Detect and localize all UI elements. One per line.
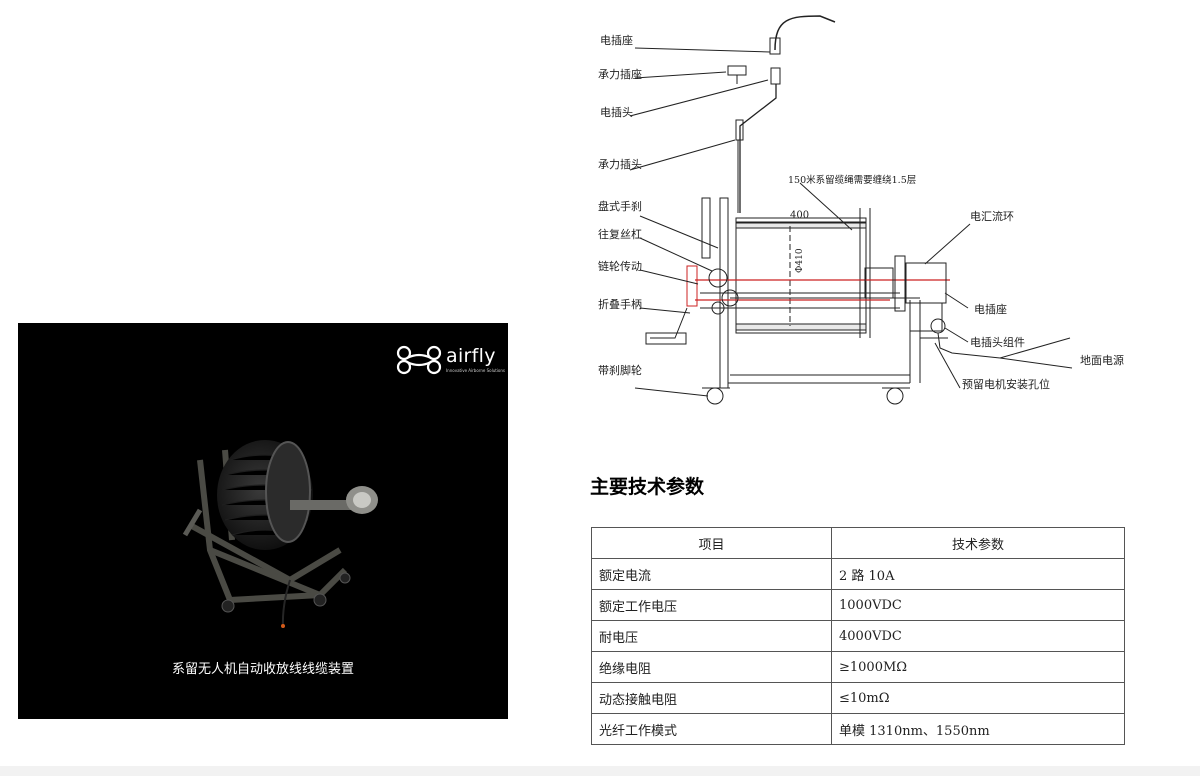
spec-section-title: 主要技术参数	[590, 476, 705, 498]
video-caption: 系留无人机自动收放线线缆装置	[171, 662, 354, 677]
label-plug-assembly: 电插头组件	[970, 335, 1025, 349]
label-motor-holes: 预留电机安装孔位	[962, 377, 1050, 391]
table-row: 额定工作电压 1000VDC	[591, 589, 1125, 621]
spec-item: 额定电流	[591, 558, 832, 590]
spec-item: 绝缘电阻	[591, 651, 832, 683]
technical-drawing: 电插座 承力插座 电插头 承力插头 盘式手刹 往复丝杠 链轮传动 折叠手柄 带刹…	[598, 15, 1124, 405]
label-chain-drive: 链轮传动	[598, 259, 642, 273]
header-item: 项目	[591, 527, 832, 559]
table-row: 光纤工作模式 单模 1310nm、1550nm	[591, 713, 1125, 745]
table-row: 额定电流 2 路 10A	[591, 558, 1125, 590]
label-cable-note: 150米系留缆绳需要缠绕1.5层	[788, 174, 916, 186]
spec-value: ≥1000MΩ	[831, 651, 1125, 683]
spec-value: 2 路 10A	[831, 558, 1125, 590]
brand-tagline: Innovative Airborne Solutions	[446, 368, 505, 373]
brand-name: airfly	[446, 345, 496, 367]
label-disc-brake: 盘式手刹	[598, 199, 642, 213]
label-folding-handle: 折叠手柄	[598, 297, 642, 311]
spec-value: 单模 1310nm、1550nm	[831, 713, 1125, 745]
spec-item: 额定工作电压	[591, 589, 832, 621]
spec-table-header: 项目 技术参数	[591, 527, 1125, 559]
cable-reel-photo	[182, 440, 378, 629]
label-socket-top: 电插座	[600, 33, 633, 47]
label-slip-ring: 电汇流环	[970, 209, 1014, 223]
label-width-dim: 400	[790, 210, 809, 221]
page-bottom-bar	[0, 766, 1200, 776]
label-socket-right: 电插座	[974, 302, 1007, 316]
table-row: 绝缘电阻 ≥1000MΩ	[591, 651, 1125, 683]
spec-item: 耐电压	[591, 620, 832, 652]
spec-value: 4000VDC	[831, 620, 1125, 652]
spec-value: 1000VDC	[831, 589, 1125, 621]
spec-item: 动态接触电阻	[591, 682, 832, 714]
label-brake-caster: 带刹脚轮	[598, 363, 642, 377]
spec-table: 项目 技术参数 额定电流 2 路 10A 额定工作电压 1000VDC 耐电压 …	[591, 527, 1125, 745]
label-ground-power: 地面电源	[1080, 353, 1124, 367]
spec-value: ≤10mΩ	[831, 682, 1125, 714]
label-load-plug: 承力插头	[598, 157, 642, 171]
label-diameter-dim: Φ410	[795, 248, 805, 273]
table-row: 耐电压 4000VDC	[591, 620, 1125, 652]
label-lead-screw: 往复丝杠	[598, 227, 642, 241]
label-load-socket: 承力插座	[598, 67, 642, 81]
table-row: 动态接触电阻 ≤10mΩ	[591, 682, 1125, 714]
label-plug-top: 电插头	[600, 105, 633, 119]
header-value: 技术参数	[831, 527, 1125, 559]
airfly-logo-icon	[396, 345, 442, 375]
spec-item: 光纤工作模式	[591, 713, 832, 745]
socket-top-shape	[769, 37, 781, 55]
